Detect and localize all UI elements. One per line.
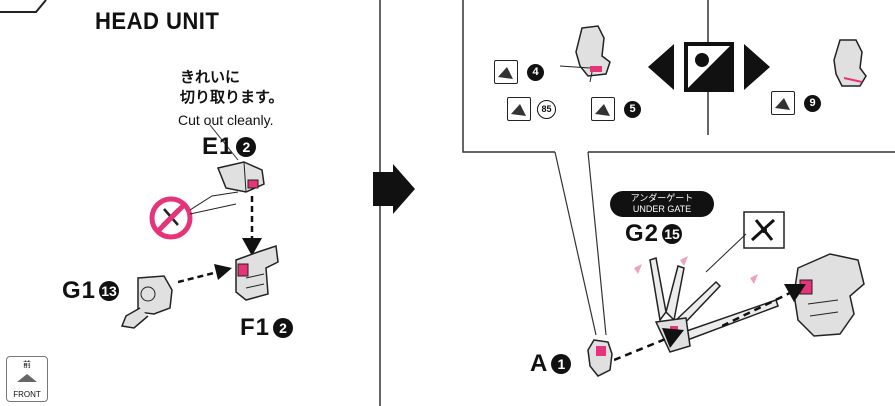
front-jp: 前 <box>23 360 31 369</box>
part-num-g2: 15 <box>662 224 683 244</box>
part-e1-drawing <box>216 161 265 193</box>
cut-note-jp: きれいに 切り取ります。 <box>180 68 284 108</box>
front-arrow-icon <box>17 374 37 382</box>
ref-box-icon-9 <box>771 91 795 115</box>
part-letter-e1: E1 <box>202 133 234 160</box>
part-letter-a: A <box>530 350 549 377</box>
ref-num-5: 5 <box>624 100 641 118</box>
cut-note-en: Cut out cleanly. <box>178 112 274 128</box>
ref-num-4: 4 <box>527 63 544 81</box>
assembly-arrow-a-g2 <box>614 328 684 362</box>
part-num-a: 1 <box>551 354 572 374</box>
part-g1-drawing <box>120 275 173 329</box>
ref-box-icon-85 <box>507 97 531 121</box>
under-gate-en: UNDER GATE <box>632 204 692 214</box>
cut-note-jp-line1: きれいに <box>180 69 241 86</box>
step-arrow-icon <box>373 164 415 214</box>
under-gate-jp: アンダーゲート <box>630 193 694 203</box>
part-num-f1: 2 <box>273 318 294 338</box>
assembly-arrow-g2-head <box>722 284 806 328</box>
part-label-g1: G1 13 <box>62 277 120 305</box>
ref-9: 9 <box>771 91 821 115</box>
part-label-f1: F1 2 <box>240 314 294 342</box>
ref-box-icon-5 <box>591 97 615 121</box>
front-en: FRONT <box>13 390 41 399</box>
step-title: HEAD UNIT <box>95 8 220 35</box>
callout-lines-e1 <box>190 191 239 215</box>
inset-part-right-drawing <box>833 39 867 87</box>
front-indicator-icon: 前 FRONT <box>6 356 48 402</box>
part-a-drawing <box>587 339 613 377</box>
ref-num-9: 9 <box>804 94 821 112</box>
part-f1-drawing <box>235 244 279 301</box>
part-label-g2: G2 15 <box>625 220 683 248</box>
ref-85: 85 <box>507 97 556 121</box>
under-gate-badge: アンダーゲート UNDER GATE <box>610 191 714 217</box>
no-nippers-icon <box>149 196 193 240</box>
cut-guide-line <box>705 233 747 273</box>
part-letter-g1: G1 <box>62 277 97 304</box>
part-label-e1: E1 2 <box>202 133 257 161</box>
ref-4: 4 <box>494 60 544 84</box>
ref-5: 5 <box>591 97 641 121</box>
inset-part-left-drawing <box>560 25 611 82</box>
part-letter-g2: G2 <box>625 220 660 247</box>
nippers-icon <box>743 211 785 249</box>
ref-box-icon-4 <box>494 60 518 84</box>
part-letter-f1: F1 <box>240 314 271 341</box>
part-label-a: A 1 <box>530 350 572 378</box>
ref-num-85: 85 <box>537 99 556 119</box>
part-num-e1: 2 <box>236 137 257 157</box>
assembly-arrow-e1-f1 <box>242 196 262 256</box>
part-num-g1: 13 <box>99 281 120 301</box>
cut-note-jp-line2: 切り取ります。 <box>180 89 284 106</box>
head-assembly-drawing <box>793 253 865 337</box>
flip-view-icon <box>648 42 770 92</box>
assembly-arrow-g1-f1 <box>178 264 232 284</box>
